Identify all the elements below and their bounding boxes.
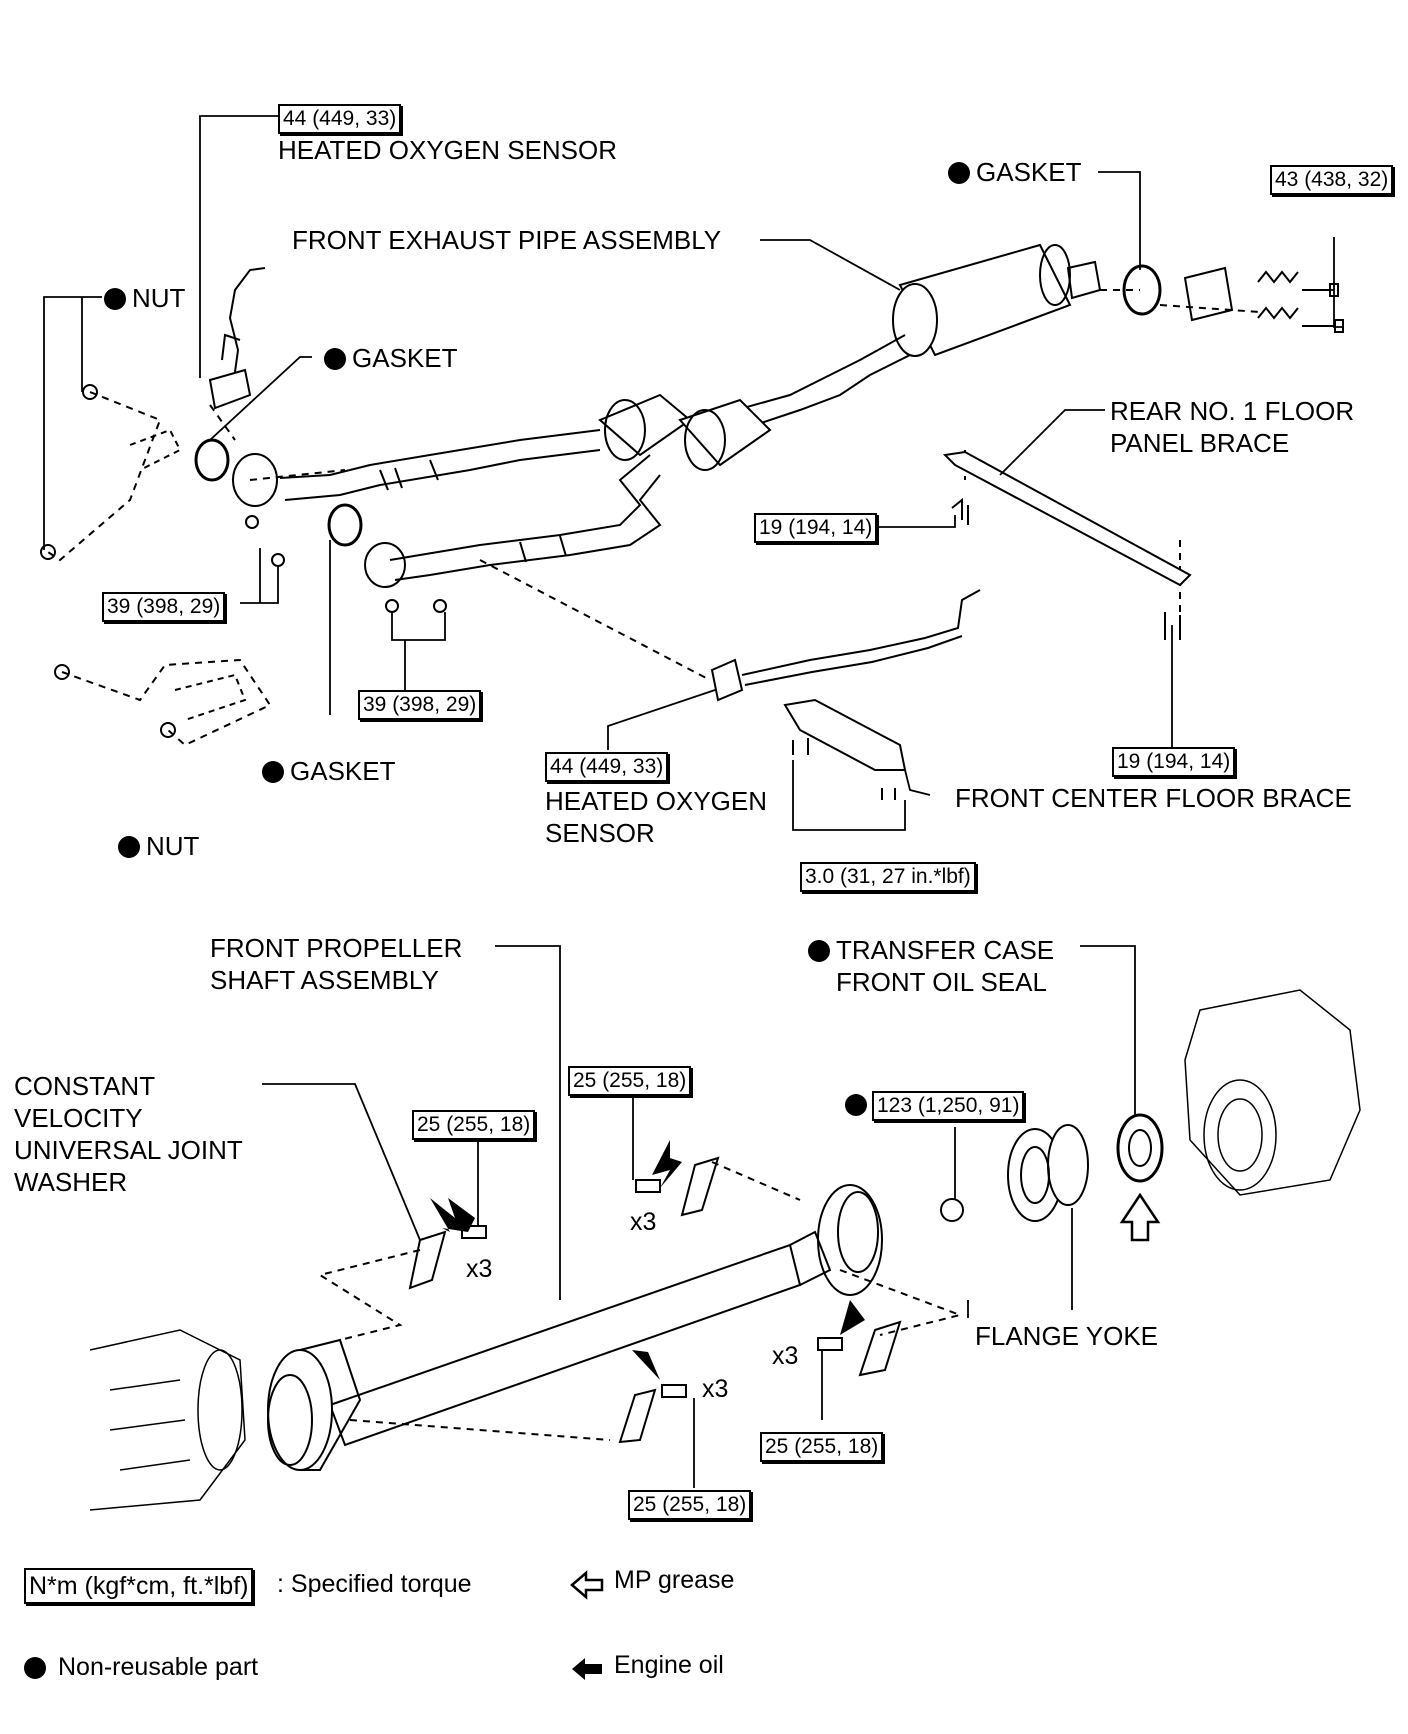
torque-rear-brace-rear: 19 (194, 14)	[1112, 747, 1236, 777]
torque-rear-brace-front: 19 (194, 14)	[754, 513, 878, 543]
engine-oil-arrows	[430, 1140, 865, 1380]
rear-floor-panel-brace-drawing	[942, 450, 1192, 640]
legend-mp-grease: MP grease	[614, 1566, 735, 1594]
torque-hos-upper: 44 (449, 33)	[278, 104, 402, 134]
legend-non-reusable-dot	[24, 1657, 46, 1679]
bolts-drawing	[461, 1179, 843, 1398]
torque-bolt-upper-right: 25 (255, 18)	[568, 1066, 692, 1096]
label-rear-no1-floor-panel-brace-line1: REAR NO. 1 FLOOR	[1110, 396, 1355, 426]
torque-hos-lower: 44 (449, 33)	[545, 752, 669, 782]
label-nut-upper: NUT	[104, 282, 185, 314]
label-gasket-lower: GASKET	[262, 755, 395, 787]
front-center-floor-brace-drawing	[783, 698, 907, 800]
count-bolts-upper-right: x3	[630, 1208, 657, 1236]
legend-non-reusable: Non-reusable part	[58, 1653, 259, 1681]
torque-bolt-upper-left: 25 (255, 18)	[412, 1110, 536, 1140]
gasket-upper-drawing	[194, 438, 230, 482]
label-gasket-upper: GASKET	[324, 342, 457, 374]
shaft-alignment-dashes	[317, 1161, 964, 1441]
torque-bolt-lower-left: 25 (255, 18)	[628, 1490, 752, 1520]
label-transfer-case-oil-seal-line2: FRONT OIL SEAL	[836, 967, 1047, 997]
label-heated-oxygen-sensor-lower-line1: HEATED OXYGEN	[545, 786, 768, 816]
gasket-lower-drawing	[327, 503, 363, 547]
torque-rear-flange: 43 (438, 32)	[1270, 165, 1394, 195]
transmission-drawing	[89, 1329, 246, 1511]
label-front-center-floor-brace: FRONT CENTER FLOOR BRACE	[955, 783, 1352, 813]
mp-grease-arrow	[1119, 1192, 1161, 1242]
torque-flange-nut: 123 (1,250, 91)	[872, 1091, 1025, 1121]
oil-seal-drawing	[1116, 1113, 1164, 1183]
non-reusable-dot	[262, 761, 284, 783]
non-reusable-dot	[104, 288, 126, 310]
heated-oxygen-sensor-lower-drawing	[710, 589, 981, 702]
torque-manifold-upper: 39 (398, 29)	[102, 592, 226, 622]
rear-flange-drawing	[1183, 266, 1234, 322]
label-front-exhaust-pipe: FRONT EXHAUST PIPE ASSEMBLY	[292, 225, 722, 255]
legend-torque-box: N*m (kgf*cm, ft.*lbf)	[24, 1568, 254, 1604]
rear-spring-bolts-drawing	[1257, 270, 1344, 333]
label-heated-oxygen-sensor-upper: HEATED OXYGEN SENSOR	[278, 135, 618, 165]
non-reusable-dot	[324, 348, 346, 370]
torque-manifold-lower: 39 (398, 29)	[358, 690, 482, 720]
label-cv-washer-line3: UNIVERSAL JOINT	[14, 1135, 243, 1165]
propeller-shaft-drawing	[267, 1184, 883, 1471]
count-bolts-lower-left: x3	[702, 1375, 729, 1403]
cv-washers-drawing	[408, 1156, 902, 1444]
label-front-propeller-shaft-line1: FRONT PROPELLER	[210, 933, 463, 963]
legend-engine-oil: Engine oil	[614, 1651, 724, 1679]
gasket-rear-drawing	[1122, 264, 1162, 316]
heated-oxygen-sensor-upper-drawing	[208, 267, 266, 410]
flange-yoke-drawing	[1007, 1124, 1089, 1222]
label-rear-no1-floor-panel-brace-line2: PANEL BRACE	[1110, 428, 1290, 458]
legend-torque-text: : Specified torque	[277, 1570, 472, 1598]
front-exhaust-pipe-drawing	[232, 243, 1102, 588]
exhaust-manifold-stubs-drawing	[40, 384, 447, 738]
leader-lines	[43, 115, 1342, 1488]
label-cv-washer-line1: CONSTANT	[14, 1071, 156, 1101]
label-heated-oxygen-sensor-lower-line2: SENSOR	[545, 818, 655, 848]
non-reusable-dot	[808, 940, 830, 962]
count-bolts-lower-right: x3	[772, 1342, 799, 1370]
label-front-propeller-shaft-line2: SHAFT ASSEMBLY	[210, 965, 439, 995]
non-reusable-dot	[118, 836, 140, 858]
flange-nut-drawing	[940, 1198, 964, 1222]
label-cv-washer-line4: WASHER	[14, 1167, 128, 1197]
non-reusable-dot	[845, 1094, 867, 1116]
legend-solid-arrow-icon	[572, 1658, 602, 1680]
label-gasket-rear: GASKET	[948, 156, 1081, 188]
label-cv-washer-line2: VELOCITY	[14, 1103, 143, 1133]
label-flange-yoke: FLANGE YOKE	[975, 1321, 1159, 1351]
torque-bolt-lower-right: 25 (255, 18)	[760, 1432, 884, 1462]
torque-front-center-brace: 3.0 (31, 27 in.*lbf)	[800, 862, 976, 892]
label-flange-nut	[845, 1088, 873, 1120]
transfer-case-drawing	[1184, 989, 1361, 1196]
non-reusable-dot	[948, 162, 970, 184]
label-transfer-case-oil-seal-line1: TRANSFER CASE	[808, 934, 1054, 966]
label-nut-lower: NUT	[118, 830, 199, 862]
legend-hollow-arrow-icon	[570, 1570, 604, 1600]
count-bolts-upper-left: x3	[466, 1255, 493, 1283]
